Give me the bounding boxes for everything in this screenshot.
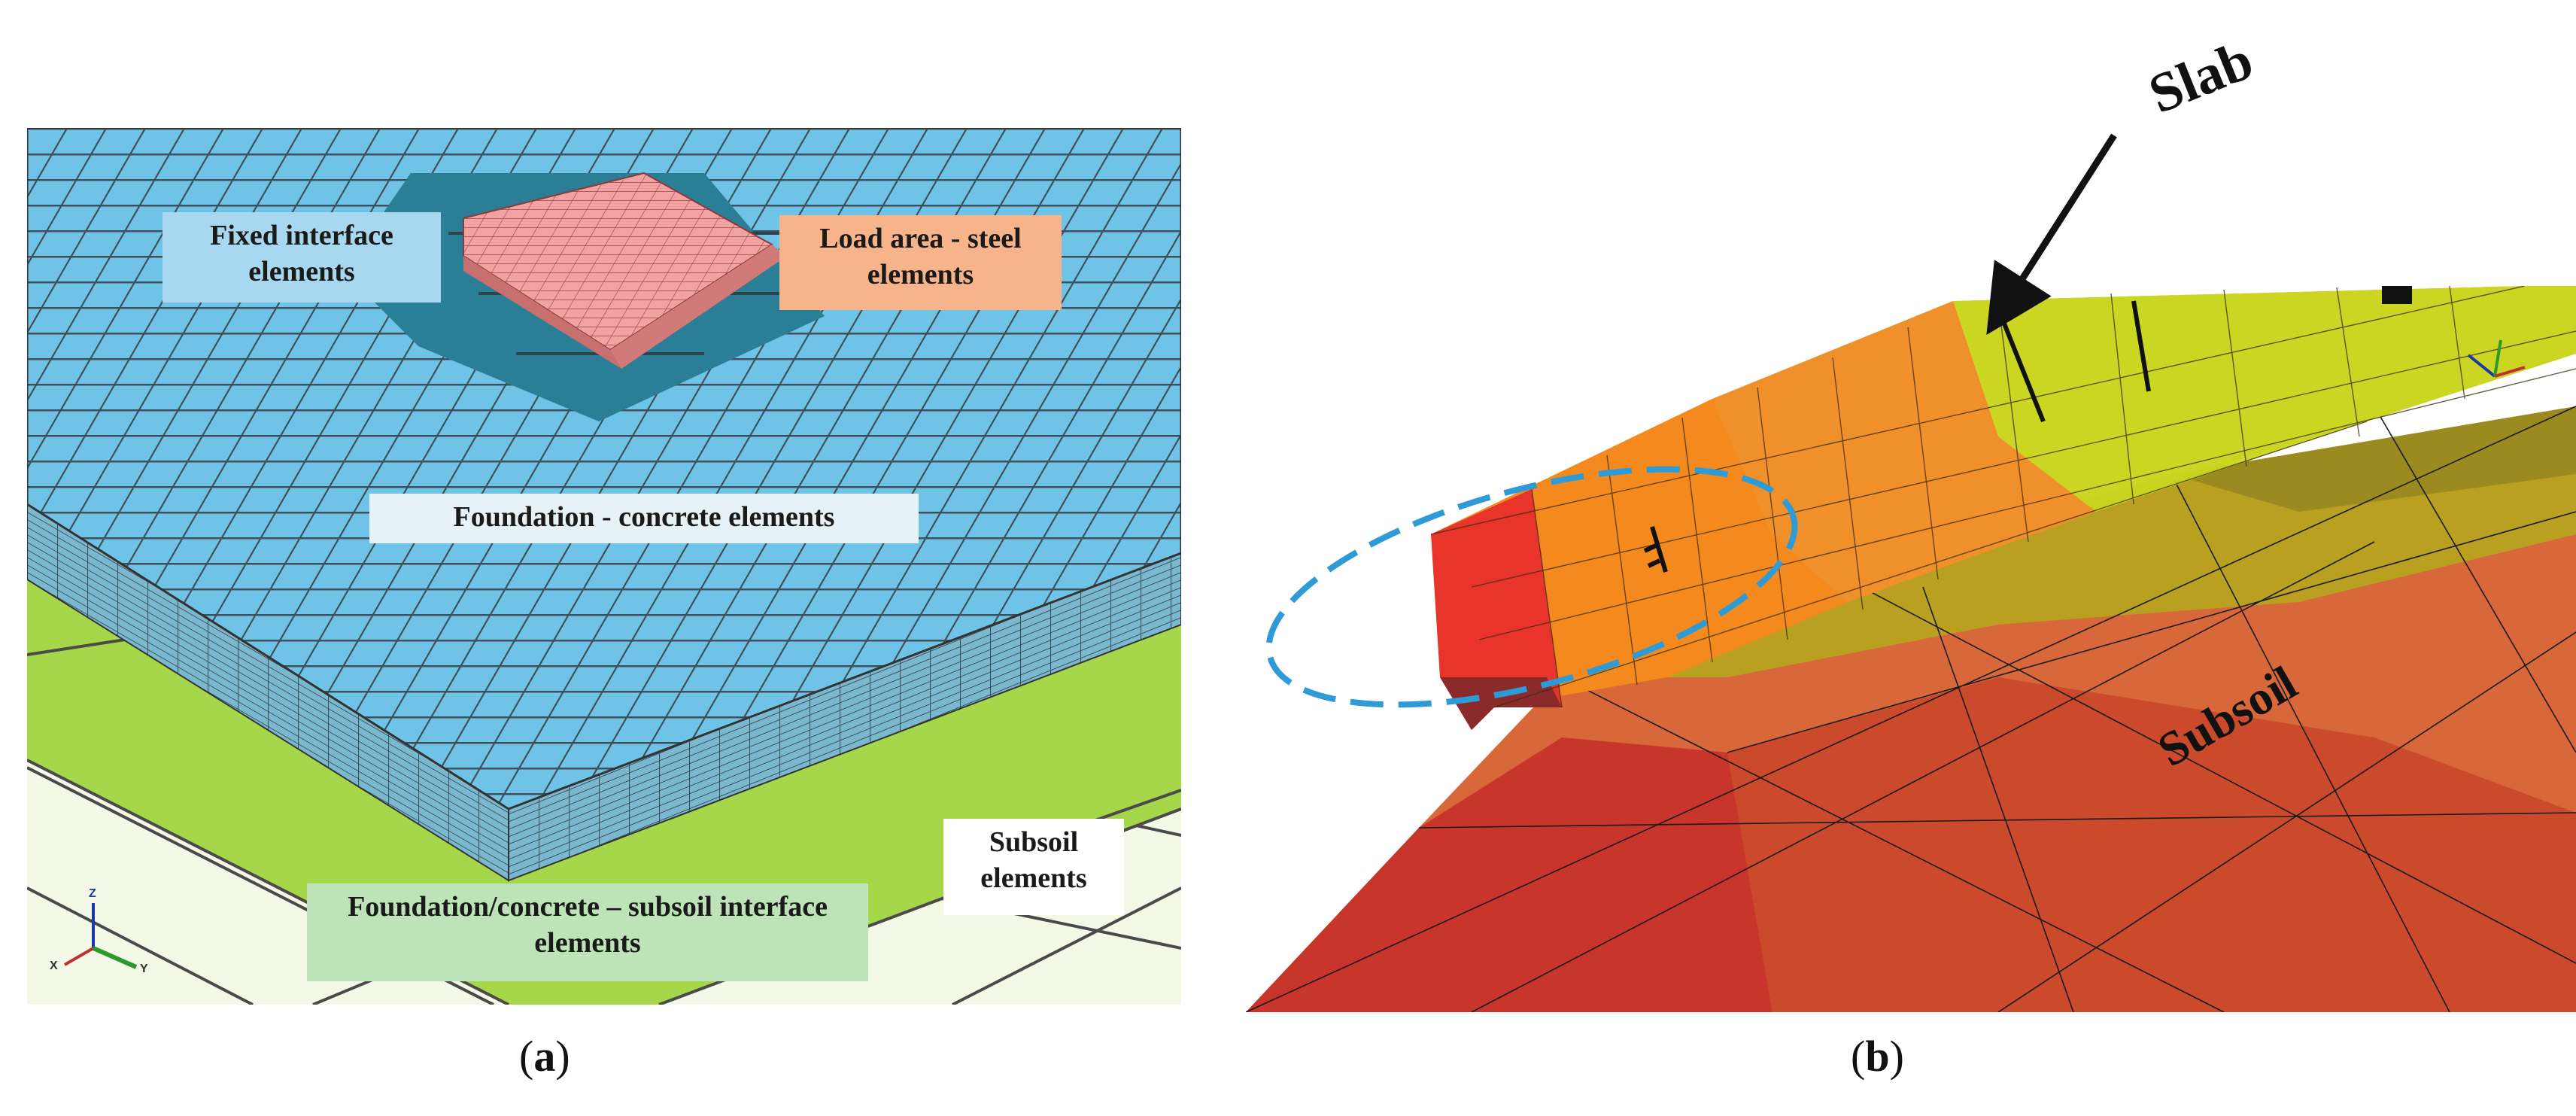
slab-yellow-part xyxy=(1953,286,2576,512)
subsoil-wireframe xyxy=(1246,406,2576,1012)
load-block-right xyxy=(610,245,787,369)
slab-red-end xyxy=(1431,489,1562,730)
panel-b-deformation-result: Subsoil xyxy=(1246,286,2576,1012)
axis-triad: Z X Y xyxy=(50,887,148,975)
slab-end-shadow xyxy=(1440,677,1562,730)
label-interface: Foundation/concrete – subsoil interface … xyxy=(307,883,868,981)
caption-b-letter: b xyxy=(1865,1032,1890,1081)
slab-top-marker xyxy=(2382,286,2412,304)
axis-x-letter: X xyxy=(50,959,58,972)
axis-z-letter: Z xyxy=(89,887,96,900)
caption-a: (a) xyxy=(519,1032,570,1081)
subsoil-red-region-left xyxy=(1246,737,1773,1012)
label-subsoil-elements: Subsoil elements xyxy=(943,819,1124,915)
caption-b: (b) xyxy=(1851,1032,1904,1081)
highlight-ellipse xyxy=(1265,466,1798,708)
axis-triad-b xyxy=(2467,339,2526,378)
slab-orange-part xyxy=(1712,301,2096,602)
slab-arrow-overlay xyxy=(1986,133,2117,336)
label-foundation: Foundation - concrete elements xyxy=(369,494,919,543)
axis-y-letter: Y xyxy=(140,962,148,975)
panel-a-mesh-model: Z X Y Fixed interface elements Load area… xyxy=(27,128,1181,1005)
caption-a-letter: a xyxy=(533,1032,556,1081)
subsoil-red-region-right xyxy=(1727,677,2576,1012)
load-block-front xyxy=(463,256,621,369)
slab-arrow xyxy=(1986,133,2117,336)
panel-b-drawing xyxy=(1246,286,2576,1012)
subsoil-olive-band xyxy=(2171,406,2576,512)
label-load-area: Load area - steel elements xyxy=(779,215,1062,310)
label-fixed-interface: Fixed interface elements xyxy=(163,212,441,303)
